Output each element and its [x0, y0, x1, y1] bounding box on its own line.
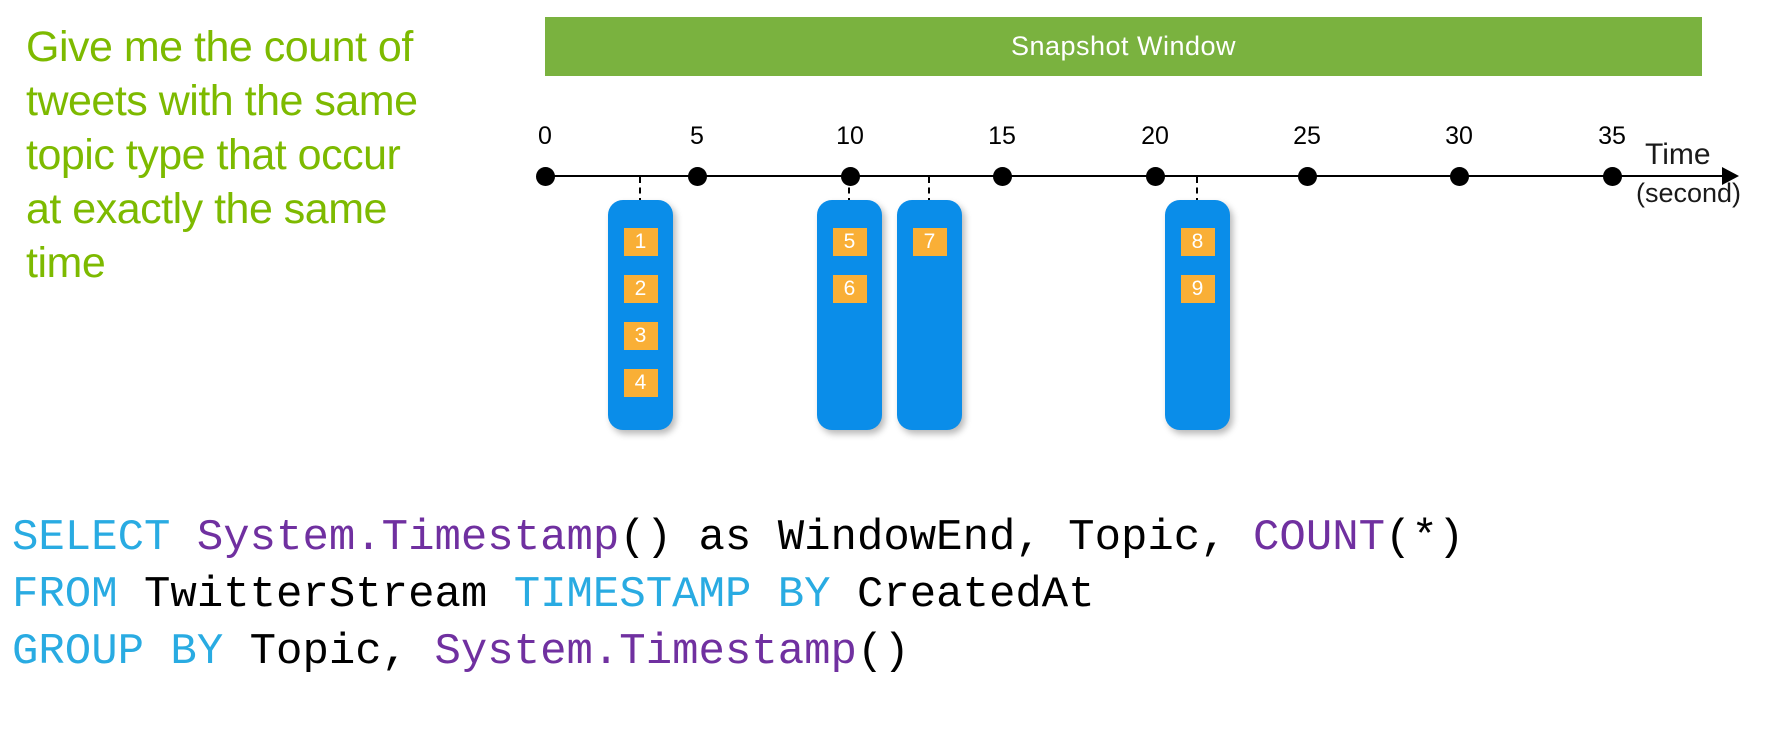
tick-dot: [993, 167, 1012, 186]
sql-token-plain: [170, 513, 196, 563]
timeline-arrowhead-icon: [1722, 167, 1739, 185]
tick-dot: [1146, 167, 1165, 186]
sql-token-plain: (): [856, 627, 910, 677]
request-text-line: tweets with the same: [26, 77, 418, 125]
sql-code-line: GROUP BY Topic, System.Timestamp(): [12, 624, 1464, 681]
drop-line: [1196, 177, 1198, 204]
sql-token-function: System.Timestamp: [434, 627, 857, 677]
drop-line: [639, 177, 641, 204]
tick-dot: [1298, 167, 1317, 186]
event-marker: 6: [832, 275, 867, 303]
sql-token-plain: CreatedAt: [830, 570, 1095, 620]
snapshot-window-banner: Snapshot Window: [545, 17, 1702, 76]
drop-line: [848, 177, 850, 204]
request-text: Give me the count of tweets with the same…: [26, 20, 418, 290]
sql-token-keyword: FROM: [12, 570, 118, 620]
request-text-line: time: [26, 239, 106, 287]
tick-label: 10: [836, 122, 864, 150]
tick-dot: [841, 167, 860, 186]
sql-token-function: COUNT: [1253, 513, 1386, 563]
sql-code-line: SELECT System.Timestamp() as WindowEnd, …: [12, 510, 1464, 567]
sql-token-keyword: SELECT: [12, 513, 171, 563]
event-marker: 9: [1180, 275, 1215, 303]
tick-label: 15: [988, 122, 1016, 150]
drop-line: [928, 177, 930, 204]
tick-label: 35: [1598, 122, 1626, 150]
sql-token-plain: Topic,: [223, 627, 435, 677]
sql-token-plain: () as WindowEnd, Topic,: [619, 513, 1254, 563]
window-3: 7: [897, 200, 962, 430]
window-1: 1 2 3 4: [608, 200, 673, 430]
snapshot-window-label: Snapshot Window: [1010, 31, 1237, 61]
event-marker: 8: [1180, 228, 1215, 256]
axis-label-unit: (second): [1636, 178, 1742, 208]
event-marker: 3: [623, 322, 658, 350]
tick-dot: [536, 167, 555, 186]
request-text-line: at exactly the same: [26, 185, 387, 233]
sql-token-plain: (*): [1385, 513, 1465, 563]
tick-label: 20: [1141, 122, 1169, 150]
tick-label: 5: [690, 122, 704, 150]
event-marker: 5: [832, 228, 867, 256]
event-marker: 4: [623, 369, 658, 397]
request-text-line: topic type that occur: [26, 131, 401, 179]
sql-token-function: System.Timestamp: [196, 513, 620, 563]
sql-query: SELECT System.Timestamp() as WindowEnd, …: [12, 510, 1464, 681]
tick-label: 25: [1293, 122, 1321, 150]
tick-label: 0: [538, 122, 552, 150]
sql-token-plain: TwitterStream: [117, 570, 514, 620]
axis-label-time: Time: [1645, 138, 1711, 171]
sql-token-keyword: GROUP BY: [12, 627, 224, 677]
event-marker: 1: [623, 228, 658, 256]
request-text-line: Give me the count of: [26, 23, 413, 71]
sql-code-line: FROM TwitterStream TIMESTAMP BY CreatedA…: [12, 567, 1464, 624]
sql-token-keyword: TIMESTAMP BY: [513, 570, 831, 620]
tick-label: 30: [1445, 122, 1473, 150]
event-marker: 7: [912, 228, 947, 256]
timeline-axis: [538, 175, 1730, 177]
tick-dot: [688, 167, 707, 186]
tick-dot: [1603, 167, 1622, 186]
event-marker: 2: [623, 275, 658, 303]
tick-dot: [1450, 167, 1469, 186]
